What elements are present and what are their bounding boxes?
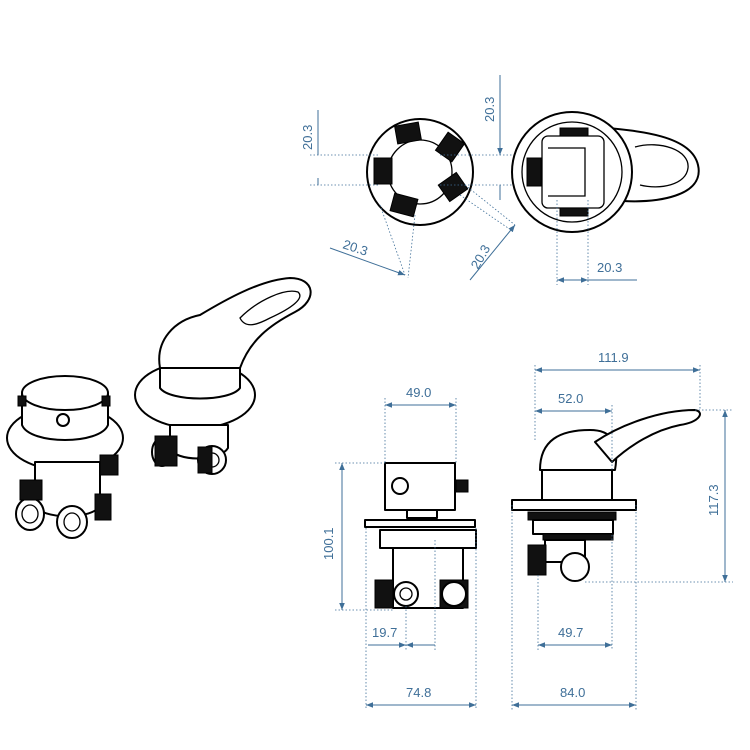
dim-spacing-19: 19.7 — [368, 540, 436, 650]
dim-label-width-49: 49.0 — [406, 385, 431, 400]
handle-top-view — [511, 111, 700, 233]
dim-diag-right: 20.3 — [459, 184, 516, 281]
dim-label-top-right-vertical: 20.3 — [482, 97, 497, 122]
dim-top-right-vertical: 20.3 — [440, 75, 513, 200]
cartridge-end-view — [366, 118, 474, 226]
dim-top-left-vertical: 20.3 — [300, 110, 378, 186]
dim-width-49-7: 49.7 — [537, 535, 613, 650]
dim-label-height-117: 117.3 — [706, 484, 721, 516]
dim-label-width-84: 84.0 — [560, 685, 585, 700]
dim-height-100: 100.1 — [321, 462, 393, 611]
dim-length-52: 52.0 — [535, 391, 613, 470]
diverter-iso-view — [6, 375, 124, 539]
dim-label-top-left-vertical: 20.3 — [300, 125, 315, 150]
dim-label-diag-left: 20.3 — [341, 237, 370, 259]
dim-label-width-49-7: 49.7 — [558, 625, 583, 640]
dim-label-length-52: 52.0 — [558, 391, 583, 406]
dim-diag-left: 20.3 — [329, 204, 416, 279]
dim-label-length-111: 111.9 — [598, 350, 629, 365]
mixer-side-view — [511, 409, 701, 582]
dim-label-width-74: 74.8 — [406, 685, 431, 700]
dim-width-74: 74.8 — [365, 528, 477, 710]
dim-height-117: 117.3 — [585, 409, 733, 583]
diverter-front-view — [364, 462, 477, 609]
dim-width-84: 84.0 — [511, 505, 637, 710]
dim-top-right-horizontal: 20.3 — [556, 200, 637, 285]
dim-label-top-right-horizontal: 20.3 — [597, 260, 622, 275]
dim-width-49: 49.0 — [384, 385, 457, 463]
dim-length-111: 111.9 — [534, 350, 701, 440]
mixer-iso-view — [134, 277, 312, 475]
dim-label-height-100: 100.1 — [321, 527, 336, 560]
dim-label-spacing-19: 19.7 — [372, 625, 397, 640]
